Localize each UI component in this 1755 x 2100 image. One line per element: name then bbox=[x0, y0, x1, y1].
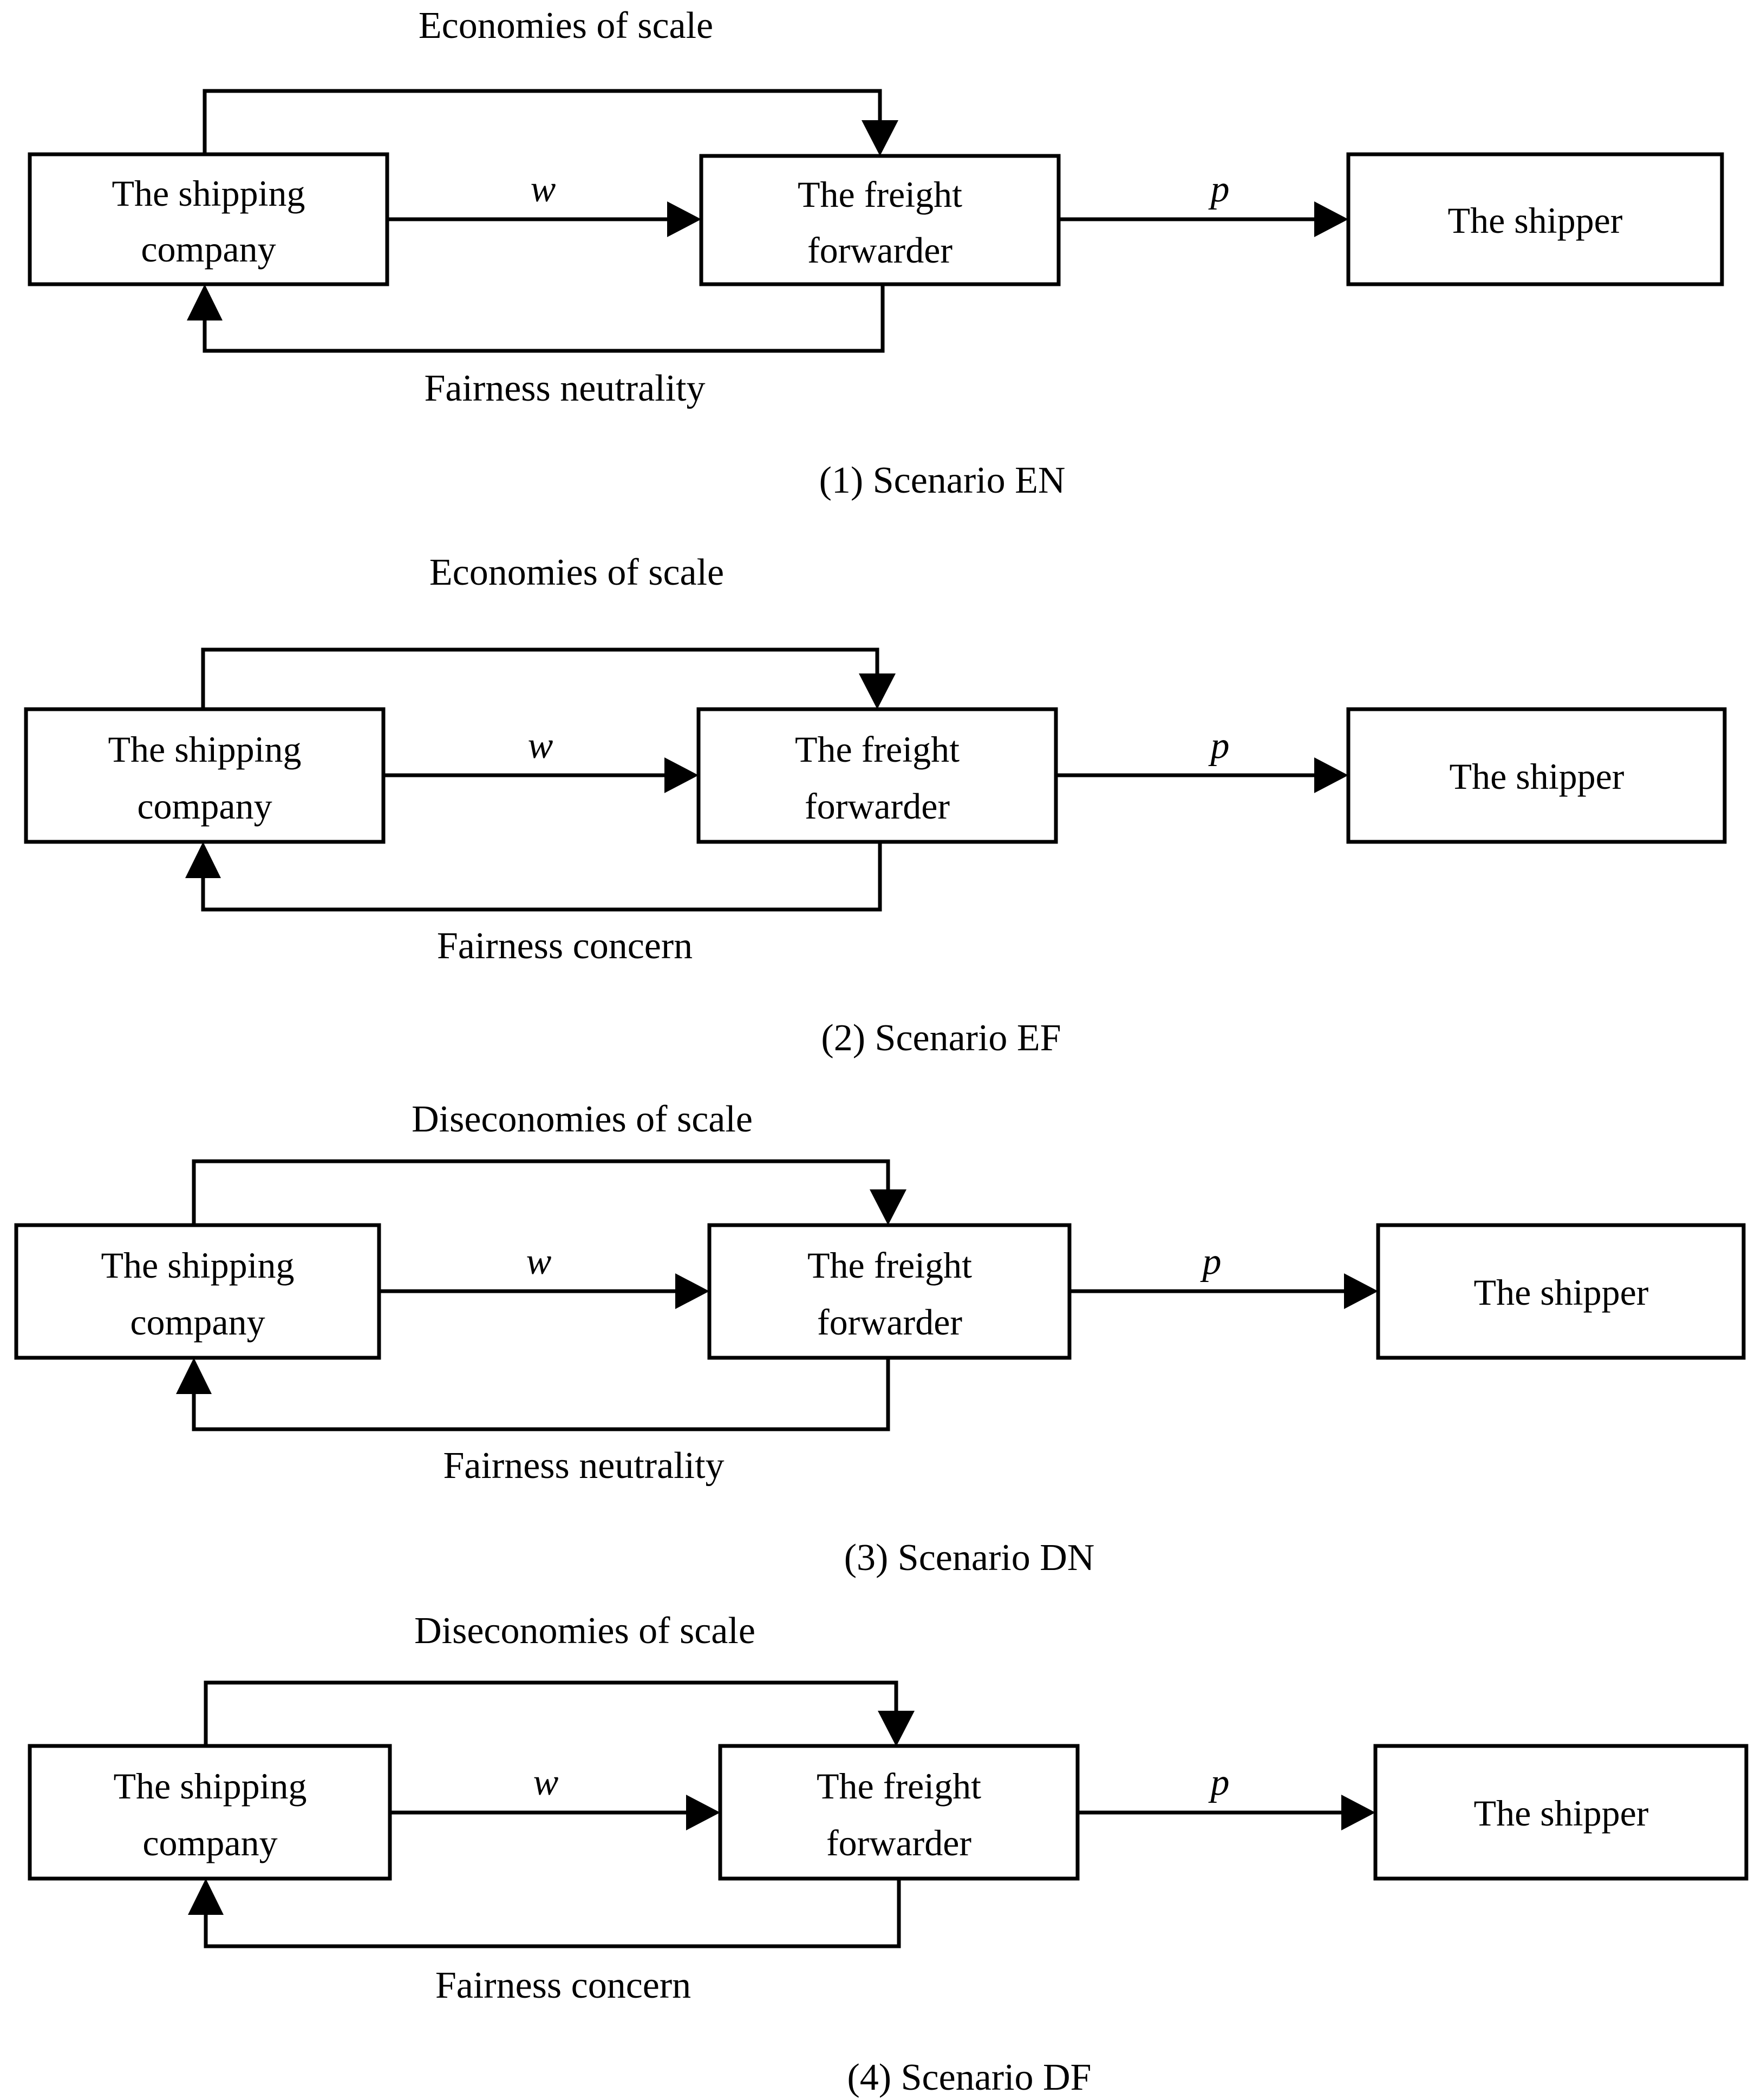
node-shipper[interactable] bbox=[1376, 1223, 1746, 1360]
top-loop-label: Economies of scale bbox=[419, 5, 713, 47]
node-shipper[interactable] bbox=[1346, 152, 1724, 286]
edge-w-arrowhead bbox=[664, 757, 699, 793]
panel-scenario-df: Diseconomies of scale The shipping compa… bbox=[0, 1602, 1755, 2100]
edge-p-label: p bbox=[1208, 725, 1230, 767]
bottom-loop-label: Fairness neutrality bbox=[443, 1445, 724, 1487]
edge-p-label: p bbox=[1208, 168, 1230, 210]
node-shipping-company-label-line1: The shipping bbox=[112, 173, 305, 214]
edge-w-label: w bbox=[531, 168, 556, 210]
node-shipper-label: The shipper bbox=[1450, 756, 1624, 797]
fairness-arrowhead bbox=[176, 1358, 212, 1394]
diseconomies-of-scale-connector bbox=[192, 1159, 890, 1278]
panel-scenario-dn: Diseconomies of scale The shipping compa… bbox=[0, 1094, 1755, 1597]
top-loop-label: Economies of scale bbox=[429, 552, 724, 593]
edge-p-label: p bbox=[1200, 1241, 1222, 1283]
edge-p-arrowhead bbox=[1314, 757, 1348, 793]
edge-w-label: w bbox=[533, 1762, 559, 1803]
bottom-loop-label: Fairness concern bbox=[437, 925, 693, 967]
fairness-connector bbox=[204, 1879, 901, 1948]
edge-w-label: w bbox=[526, 1241, 552, 1283]
node-shipper[interactable] bbox=[1346, 707, 1727, 844]
node-shipping-company-label-line2: company bbox=[141, 228, 276, 270]
edge-p-label: p bbox=[1208, 1762, 1230, 1803]
node-freight-forwarder-label-line1: The freight bbox=[807, 1245, 972, 1286]
node-shipping-company-label-line1: The shipping bbox=[108, 729, 302, 770]
diseconomies-of-scale-arrowhead bbox=[870, 1189, 906, 1225]
economies-of-scale-connector bbox=[203, 89, 882, 154]
node-shipper-label: The shipper bbox=[1474, 1272, 1649, 1313]
edge-p-arrowhead bbox=[1341, 1795, 1375, 1830]
node-shipping-company-label-line2: company bbox=[142, 1822, 277, 1863]
node-shipping-company-label-line1: The shipping bbox=[101, 1245, 295, 1286]
panel-caption: (2) Scenario EF bbox=[821, 1017, 1061, 1059]
node-shipping-company[interactable] bbox=[24, 707, 386, 844]
panel-caption: (1) Scenario EN bbox=[819, 460, 1066, 501]
fairness-connector bbox=[201, 842, 882, 912]
node-freight-forwarder-label-line2: forwarder bbox=[805, 786, 950, 827]
economies-of-scale-arrowhead bbox=[859, 673, 896, 709]
bottom-loop-label: Fairness neutrality bbox=[424, 368, 705, 409]
fairness-connector bbox=[192, 1358, 890, 1431]
node-shipper-label: The shipper bbox=[1448, 200, 1623, 241]
node-freight-forwarder[interactable] bbox=[718, 1744, 1080, 1881]
node-shipping-company-label-line1: The shipping bbox=[114, 1765, 307, 1807]
panel-scenario-en: Economies of scale The shipping company … bbox=[0, 0, 1755, 531]
fairness-arrowhead bbox=[188, 1879, 224, 1915]
node-freight-forwarder[interactable] bbox=[699, 154, 1061, 286]
node-shipping-company[interactable] bbox=[14, 1223, 381, 1360]
node-freight-forwarder-label-line2: forwarder bbox=[826, 1822, 971, 1863]
economies-of-scale-arrowhead bbox=[862, 120, 898, 156]
node-freight-forwarder-label-line2: forwarder bbox=[807, 230, 952, 271]
fairness-arrowhead bbox=[187, 284, 223, 320]
node-shipper[interactable] bbox=[1373, 1744, 1749, 1881]
economies-of-scale-connector bbox=[201, 647, 879, 709]
edge-p-arrowhead bbox=[1344, 1273, 1378, 1309]
node-freight-forwarder[interactable] bbox=[707, 1223, 1072, 1360]
top-loop-label: Diseconomies of scale bbox=[414, 1610, 755, 1652]
panel-caption: (4) Scenario DF bbox=[847, 2057, 1091, 2098]
edge-w-label: w bbox=[528, 725, 553, 767]
node-freight-forwarder-label-line1: The freight bbox=[798, 174, 962, 215]
diseconomies-of-scale-connector bbox=[204, 1680, 898, 1746]
edge-w-arrowhead bbox=[667, 201, 701, 237]
fairness-connector bbox=[203, 284, 885, 353]
node-freight-forwarder-label-line1: The freight bbox=[817, 1765, 981, 1807]
node-freight-forwarder[interactable] bbox=[696, 707, 1058, 844]
node-freight-forwarder-label-line2: forwarder bbox=[817, 1301, 962, 1343]
node-freight-forwarder-label-line1: The freight bbox=[795, 729, 960, 770]
fairness-arrowhead bbox=[185, 842, 221, 878]
diseconomies-of-scale-arrowhead bbox=[878, 1711, 915, 1746]
edge-p-arrowhead bbox=[1314, 201, 1348, 237]
bottom-loop-label: Fairness concern bbox=[435, 1965, 691, 2006]
node-shipping-company[interactable] bbox=[28, 152, 389, 286]
node-shipper-label: The shipper bbox=[1474, 1792, 1649, 1834]
edge-w-arrowhead bbox=[675, 1273, 709, 1309]
panel-caption: (3) Scenario DN bbox=[844, 1537, 1095, 1579]
top-loop-label: Diseconomies of scale bbox=[412, 1098, 753, 1140]
node-shipping-company-label-line2: company bbox=[137, 786, 272, 827]
panel-scenario-ef: Economies of scale The shipping company … bbox=[0, 547, 1755, 1077]
edge-w-arrowhead bbox=[686, 1795, 720, 1830]
node-shipping-company-label-line2: company bbox=[130, 1301, 265, 1343]
